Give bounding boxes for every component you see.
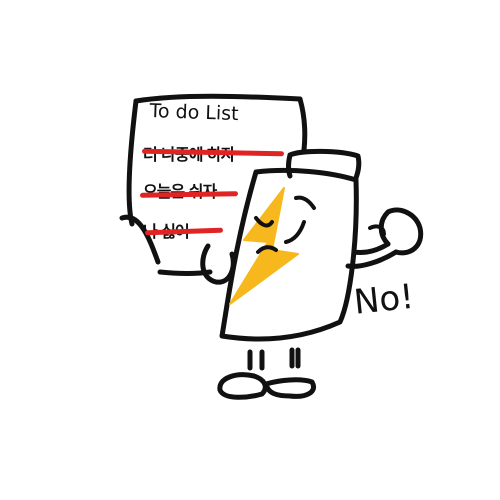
todo-list-title: To do List — [149, 100, 239, 126]
no-exclamation-text: No! — [352, 276, 416, 323]
battery-character-icon — [200, 148, 424, 400]
todo-paper — [119, 93, 308, 276]
todo-item-2: 오늘은 쉬자 — [143, 178, 217, 202]
